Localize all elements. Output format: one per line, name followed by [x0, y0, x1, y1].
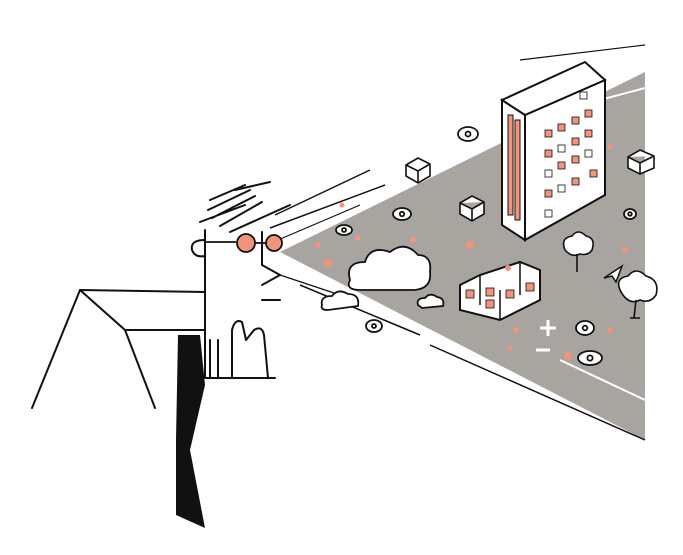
person-icon [31, 181, 291, 409]
tie [176, 335, 205, 528]
cube-icon [405, 149, 655, 222]
sparkle-dots [315, 144, 628, 360]
cloud-icon [320, 245, 445, 311]
tower-icon [499, 60, 607, 242]
glasses-icon [205, 233, 283, 253]
arrow-icon [603, 264, 624, 284]
tree-icon [562, 231, 658, 319]
house-icon [459, 260, 541, 322]
plus-icon [540, 320, 556, 336]
washer-icon [335, 126, 637, 366]
